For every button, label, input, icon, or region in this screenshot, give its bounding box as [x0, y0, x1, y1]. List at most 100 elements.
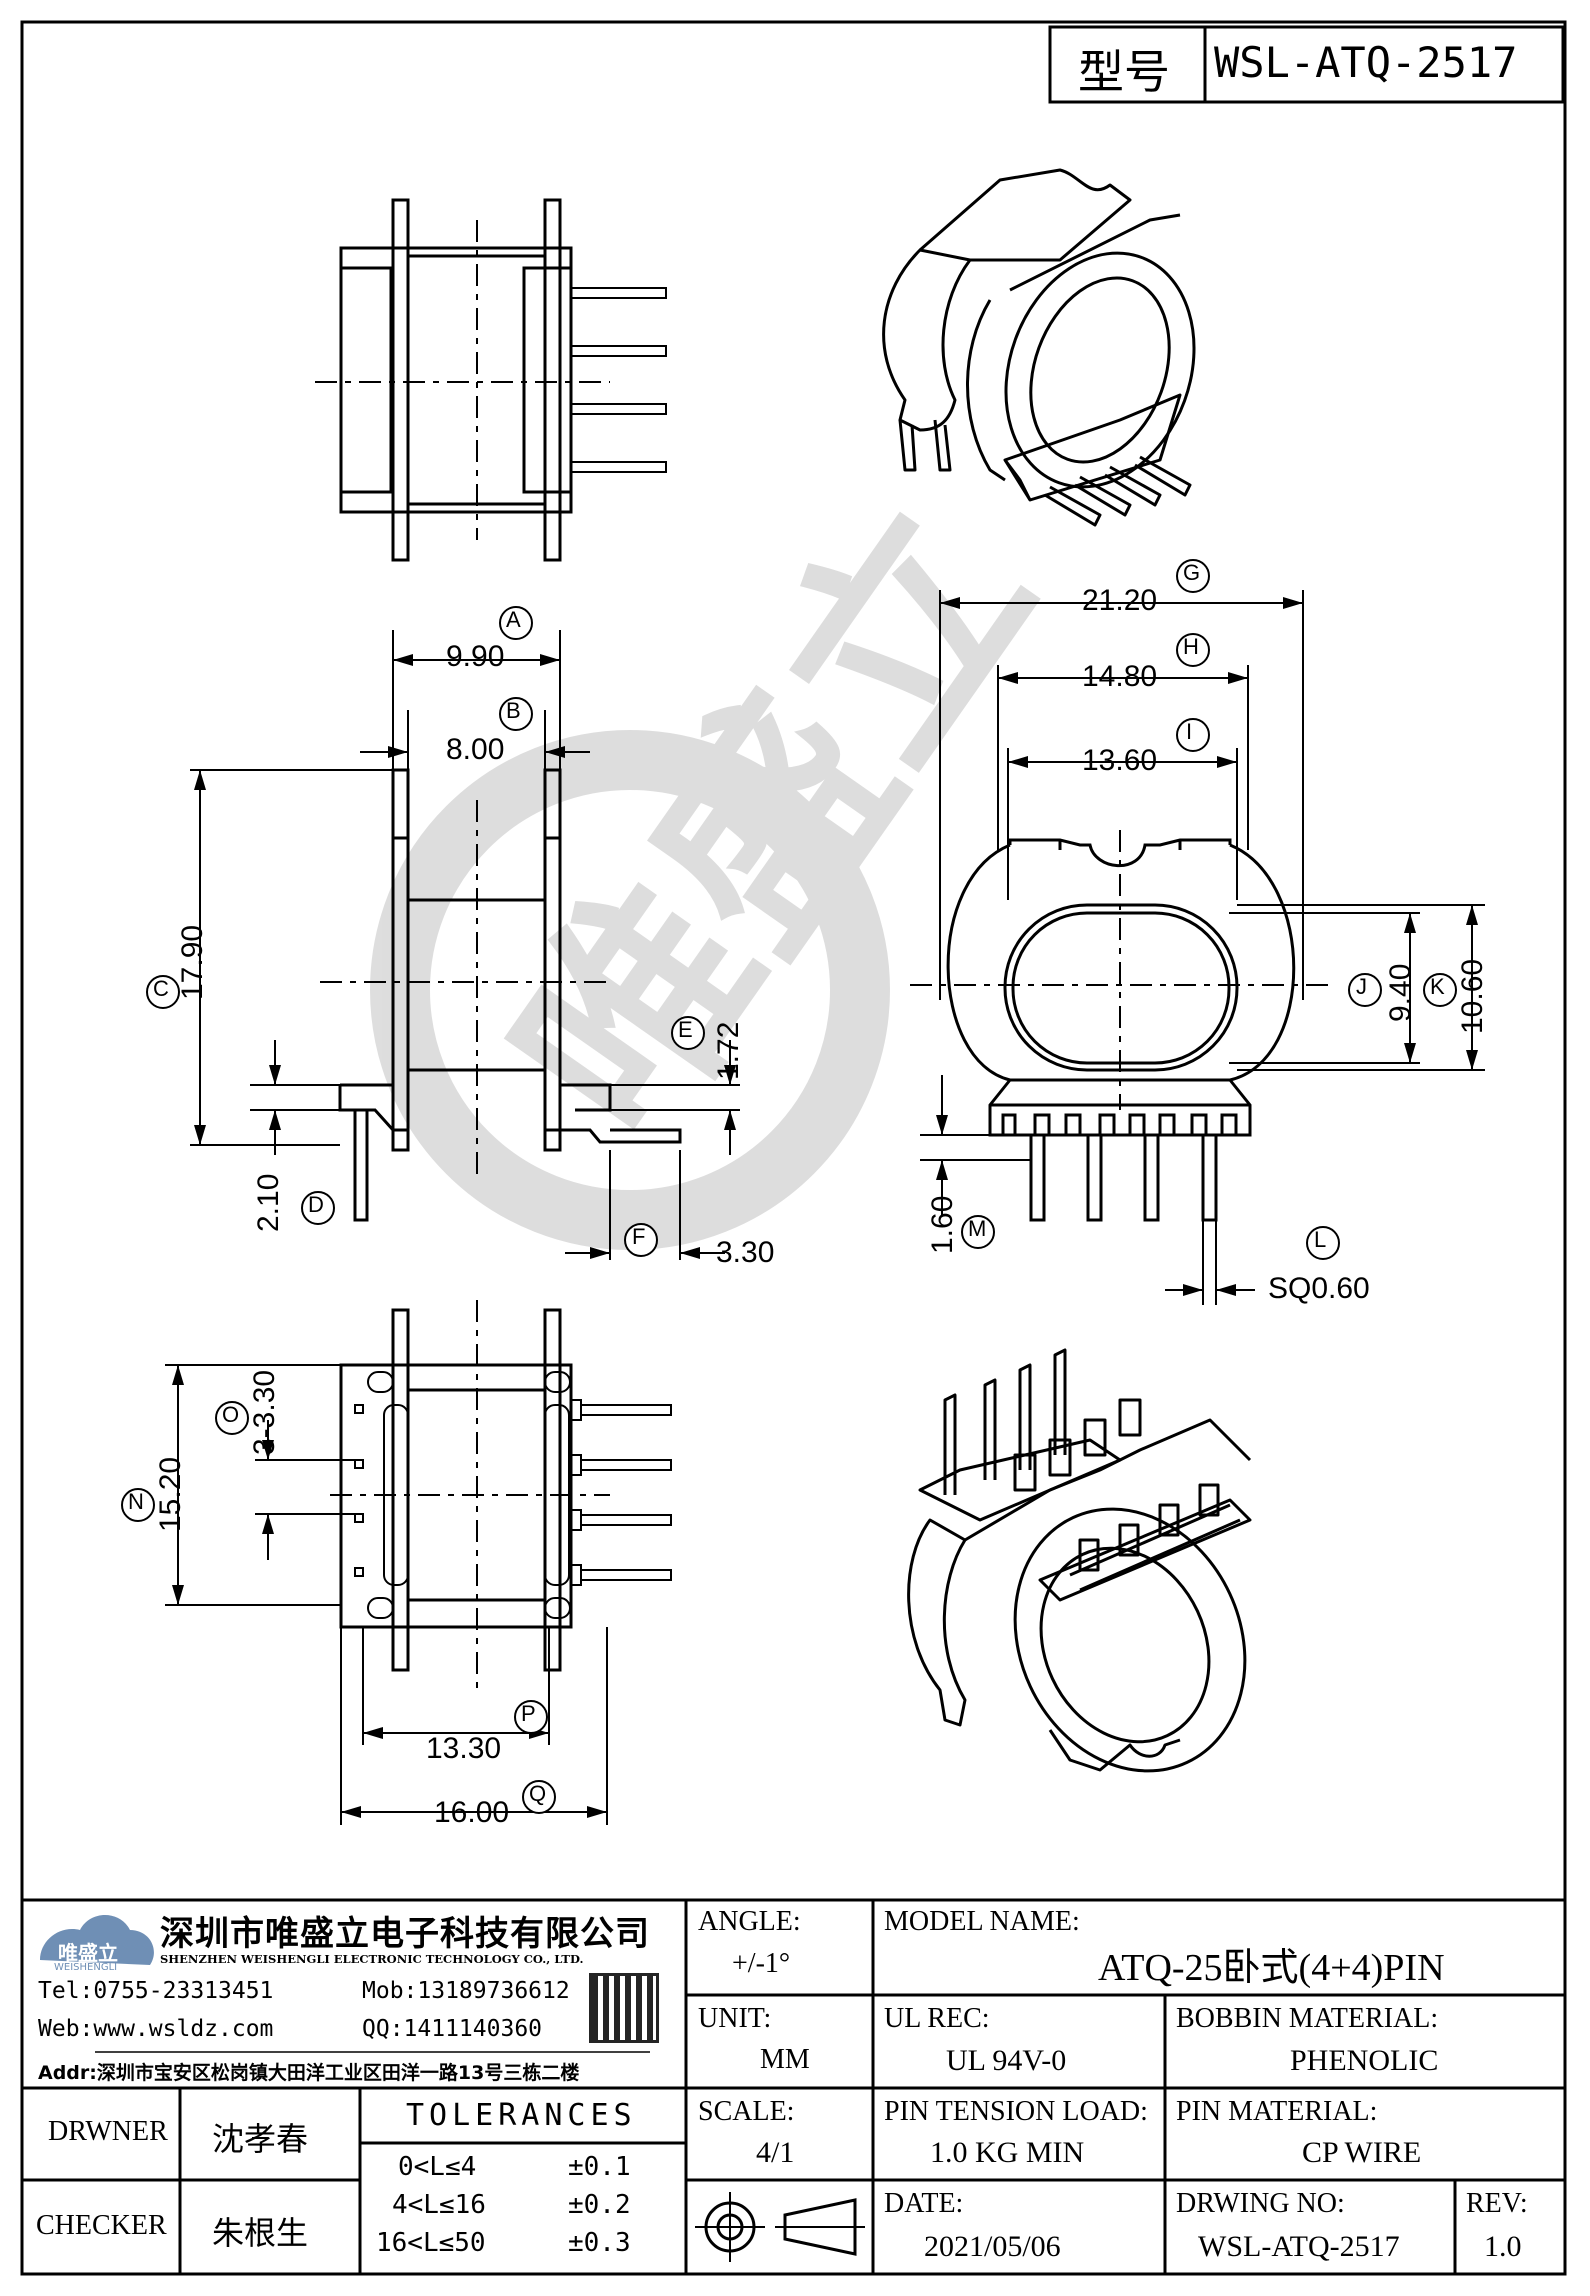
dim-letter-g: G — [1183, 560, 1201, 585]
model-code: WSL-ATQ-2517 — [1214, 38, 1518, 87]
rev-value: 1.0 — [1484, 2230, 1522, 2263]
tolerance-row: 4<L≤16 ±0.2 — [372, 2190, 682, 2228]
side-view-dim-lines — [920, 590, 1485, 1305]
dim-letter-h: H — [1183, 634, 1199, 659]
dim-letter-m: M — [968, 1216, 987, 1241]
company-qq: QQ:1411140360 — [362, 2016, 543, 2042]
date-label: DATE: — [884, 2188, 964, 2219]
ul-rec-value: UL 94V-0 — [946, 2044, 1067, 2077]
dim-letter-d: D — [308, 1192, 324, 1217]
dim-value-d: 2.10 — [252, 1173, 285, 1232]
dim-value-j: 9.40 — [1384, 963, 1417, 1022]
dim-letter-n: N — [128, 1489, 144, 1514]
dim-value-p: 13.30 — [426, 1732, 502, 1765]
unit-label: UNIT: — [698, 2003, 772, 2034]
company-mob: Mob:13189736612 — [362, 1978, 570, 2004]
dim-value-l: SQ0.60 — [1268, 1272, 1370, 1305]
dim-value-a: 9.90 — [446, 640, 505, 673]
tolerance-range: 0<L≤4 — [398, 2152, 477, 2182]
model-name-value: ATQ-25卧式(4+4)PIN — [1098, 1947, 1445, 1989]
dim-value-e: 1.72 — [712, 1021, 745, 1080]
dim-letter-l: L — [1314, 1227, 1327, 1252]
front-view-dim-lines — [194, 654, 736, 1259]
tolerance-value: ±0.1 — [568, 2152, 631, 2182]
tolerances-list: 0<L≤4 ±0.1 4<L≤16 ±0.2 16<L≤50 ±0.3 — [372, 2152, 682, 2266]
logo-text: 唯盛立 — [58, 1941, 118, 1965]
sheet-border — [20, 20, 1567, 2276]
top-view — [315, 198, 667, 562]
dim-value-c: 17.90 — [176, 924, 209, 1000]
tolerance-value: ±0.3 — [568, 2228, 631, 2258]
dim-value-i: 13.60 — [1082, 744, 1158, 777]
dim-letter-k: K — [1430, 974, 1445, 999]
unit-value: MM — [760, 2044, 810, 2075]
bobbin-material-label: BOBBIN MATERIAL: — [1176, 2003, 1439, 2034]
front-view — [190, 630, 740, 1260]
type-label: 型号 — [1078, 45, 1170, 99]
ul-rec-label: UL REC: — [884, 2003, 990, 2034]
bobbin-material-value: PHENOLIC — [1290, 2044, 1439, 2077]
dim-letter-a: A — [506, 607, 521, 632]
dim-value-q: 16.00 — [434, 1796, 510, 1829]
tolerance-row: 0<L≤4 ±0.1 — [372, 2152, 682, 2190]
qr-code-icon — [589, 1973, 659, 2043]
dim-letter-o: O — [222, 1402, 240, 1427]
pin-material-label: PIN MATERIAL: — [1176, 2096, 1378, 2127]
dim-value-k: 10.60 — [1456, 958, 1489, 1034]
date-value: 2021/05/06 — [924, 2230, 1061, 2263]
logo-subtext: WEISHENGLI — [54, 1962, 118, 1973]
dim-letter-j: J — [1356, 974, 1367, 999]
dim-letter-b: B — [506, 698, 521, 723]
angle-label: ANGLE: — [698, 1906, 801, 1937]
dim-letter-p: P — [521, 1701, 536, 1726]
dim-letter-f: F — [632, 1224, 646, 1249]
company-address: Addr:深圳市宝安区松岗镇大田洋工业区田洋一路13号三栋二楼 — [38, 2062, 580, 2084]
pin-tension-label: PIN TENSION LOAD: — [884, 2096, 1148, 2127]
bottom-view — [330, 1300, 672, 1690]
checker-label: CHECKER — [36, 2210, 167, 2241]
dim-value-b: 8.00 — [446, 733, 505, 766]
scale-value: 4/1 — [756, 2136, 795, 2169]
watermark: 唯盛立 — [370, 463, 1081, 1250]
pin-tension-value: 1.0 KG MIN — [930, 2136, 1085, 2169]
pin-material-value: CP WIRE — [1302, 2136, 1422, 2169]
dimension-balloons — [121, 559, 1457, 1814]
dim-value-h: 14.80 — [1082, 660, 1158, 693]
iso-view-bottom — [907, 1348, 1252, 1773]
dim-value-g: 21.20 — [1082, 584, 1158, 617]
side-view — [910, 830, 1335, 1222]
checker-value: 朱根生 — [212, 2214, 309, 2252]
drwing-no-value: WSL-ATQ-2517 — [1198, 2230, 1400, 2263]
dim-value-m: 1.60 — [926, 1195, 959, 1254]
bottom-view-dim-lines — [165, 1364, 608, 1825]
dim-letter-e: E — [678, 1017, 693, 1042]
rev-label: REV: — [1466, 2188, 1528, 2219]
dim-letter-c: C — [153, 976, 169, 1001]
tolerances-label: TOLERANCES — [406, 2098, 637, 2133]
scale-label: SCALE: — [698, 2096, 795, 2127]
tolerance-row: 16<L≤50 ±0.3 — [372, 2228, 682, 2266]
company-name-en: SHENZHEN WEISHENGLI ELECTRONIC TECHNOLOG… — [160, 1952, 584, 1966]
tolerance-range: 4<L≤16 — [392, 2190, 486, 2220]
company-web: Web:www.wsldz.com — [38, 2016, 274, 2042]
dim-value-n: 15.20 — [154, 1456, 187, 1532]
projection-symbol-icon — [695, 2192, 865, 2262]
model-name-label: MODEL NAME: — [884, 1906, 1080, 1937]
company-logo — [40, 1915, 154, 1965]
drwing-no-label: DRWING NO: — [1176, 2188, 1345, 2219]
dim-value-o: 3-3.30 — [248, 1369, 281, 1455]
dim-letter-i: I — [1186, 719, 1193, 744]
iso-view-top — [882, 168, 1196, 527]
company-tel: Tel:0755-23313451 — [38, 1978, 274, 2004]
dim-value-f: 3.30 — [716, 1236, 775, 1269]
title-block-grid — [22, 1898, 1565, 2274]
drwner-value: 沈孝春 — [212, 2120, 309, 2158]
dim-letter-q: Q — [529, 1781, 547, 1806]
header-box — [1048, 25, 1565, 104]
angle-value: +/-1° — [732, 1948, 791, 1979]
drwner-label: DRWNER — [48, 2116, 168, 2147]
tolerance-range: 16<L≤50 — [376, 2228, 486, 2258]
tolerance-value: ±0.2 — [568, 2190, 631, 2220]
company-name-cn: 深圳市唯盛立电子科技有限公司 — [160, 1914, 650, 1954]
